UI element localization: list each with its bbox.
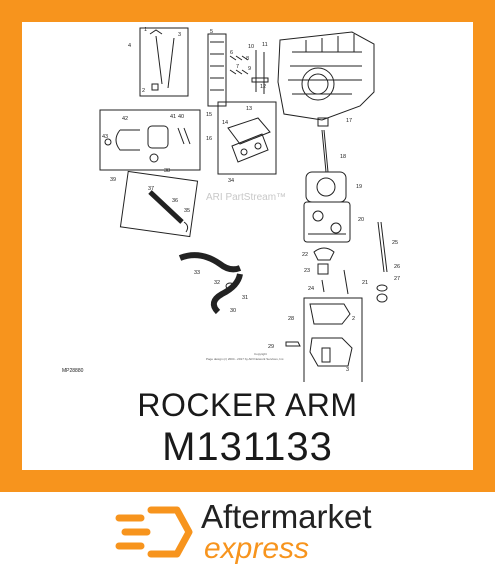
callout: 33 <box>194 270 200 276</box>
brand-name-line2: express <box>204 532 310 565</box>
callout: 8 <box>246 56 249 62</box>
breather-box <box>119 170 199 238</box>
callout: 38 <box>164 168 170 174</box>
callout: 42 <box>122 116 128 122</box>
copyright-line: Page design (c) 2004 - 2017 by ARI Netwo… <box>206 357 284 361</box>
callout: 3 <box>346 367 349 373</box>
parts-diagram: 1 2 3 4 5 6 7 8 9 10 11 12 13 14 15 16 1… <box>62 27 400 382</box>
callout: 17 <box>346 118 352 124</box>
callout: 13 <box>246 106 252 112</box>
callout: 24 <box>308 286 314 292</box>
callout: 16 <box>206 136 212 142</box>
callout: 29 <box>268 344 274 350</box>
callout: 9 <box>248 66 251 72</box>
callout: 30 <box>230 308 236 314</box>
part-name: ROCKER ARM <box>137 387 358 423</box>
callout: 15 <box>206 112 212 118</box>
dipstick-box <box>139 27 189 97</box>
callout: 26 <box>394 264 400 270</box>
callout: 23 <box>304 268 310 274</box>
copyright-line: Copyright <box>254 352 267 356</box>
callout: 6 <box>230 50 233 56</box>
callout: 41 <box>170 114 176 120</box>
callout: 19 <box>356 184 362 190</box>
callout: 22 <box>302 252 308 258</box>
callout: 4 <box>128 43 131 49</box>
drawing-id: MP28880 <box>62 368 84 374</box>
callout: 39 <box>110 177 116 183</box>
callout: 27 <box>394 276 400 282</box>
callout: 25 <box>392 240 398 246</box>
callout: 35 <box>184 208 190 214</box>
head-gasket <box>305 171 347 203</box>
callout: 36 <box>172 198 178 204</box>
callout: 7 <box>236 64 239 70</box>
callout: 37 <box>148 186 154 192</box>
part-number: M131133 <box>162 425 333 469</box>
cylinder-head <box>303 201 351 243</box>
callout: 2 <box>352 316 355 322</box>
callout: 11 <box>262 42 268 48</box>
callout: 20 <box>358 217 364 223</box>
hose-lower <box>210 273 243 315</box>
filter-box <box>99 109 201 171</box>
callout: 34 <box>228 178 234 184</box>
callout: 2 <box>142 88 145 94</box>
callout: 31 <box>242 295 248 301</box>
callout: 18 <box>340 154 346 160</box>
rocker-box <box>217 101 277 175</box>
content-panel: 1 2 3 4 5 6 7 8 9 10 11 12 13 14 15 16 1… <box>22 22 473 470</box>
watermark-text: ARI PartStream™ <box>206 192 286 203</box>
callout: 10 <box>248 44 254 50</box>
callout: 12 <box>260 84 266 90</box>
callout: 43 <box>102 134 108 140</box>
cover-box <box>303 297 363 382</box>
callout: 14 <box>222 120 228 126</box>
callout: 40 <box>178 114 184 120</box>
callout: 3 <box>178 32 181 38</box>
callout: 32 <box>214 280 220 286</box>
brand-logo[interactable]: Aftermarket express <box>0 492 495 575</box>
engine-block <box>277 31 375 121</box>
hexagon-speed-icon <box>115 506 193 558</box>
callout: 5 <box>210 29 213 35</box>
callout: 28 <box>288 316 294 322</box>
valve-cover-strip <box>207 33 227 107</box>
callout: 21 <box>362 280 368 286</box>
brand-name-line1: Aftermarket <box>201 498 372 535</box>
callout: 1 <box>144 27 147 33</box>
hose-upper <box>178 252 242 273</box>
